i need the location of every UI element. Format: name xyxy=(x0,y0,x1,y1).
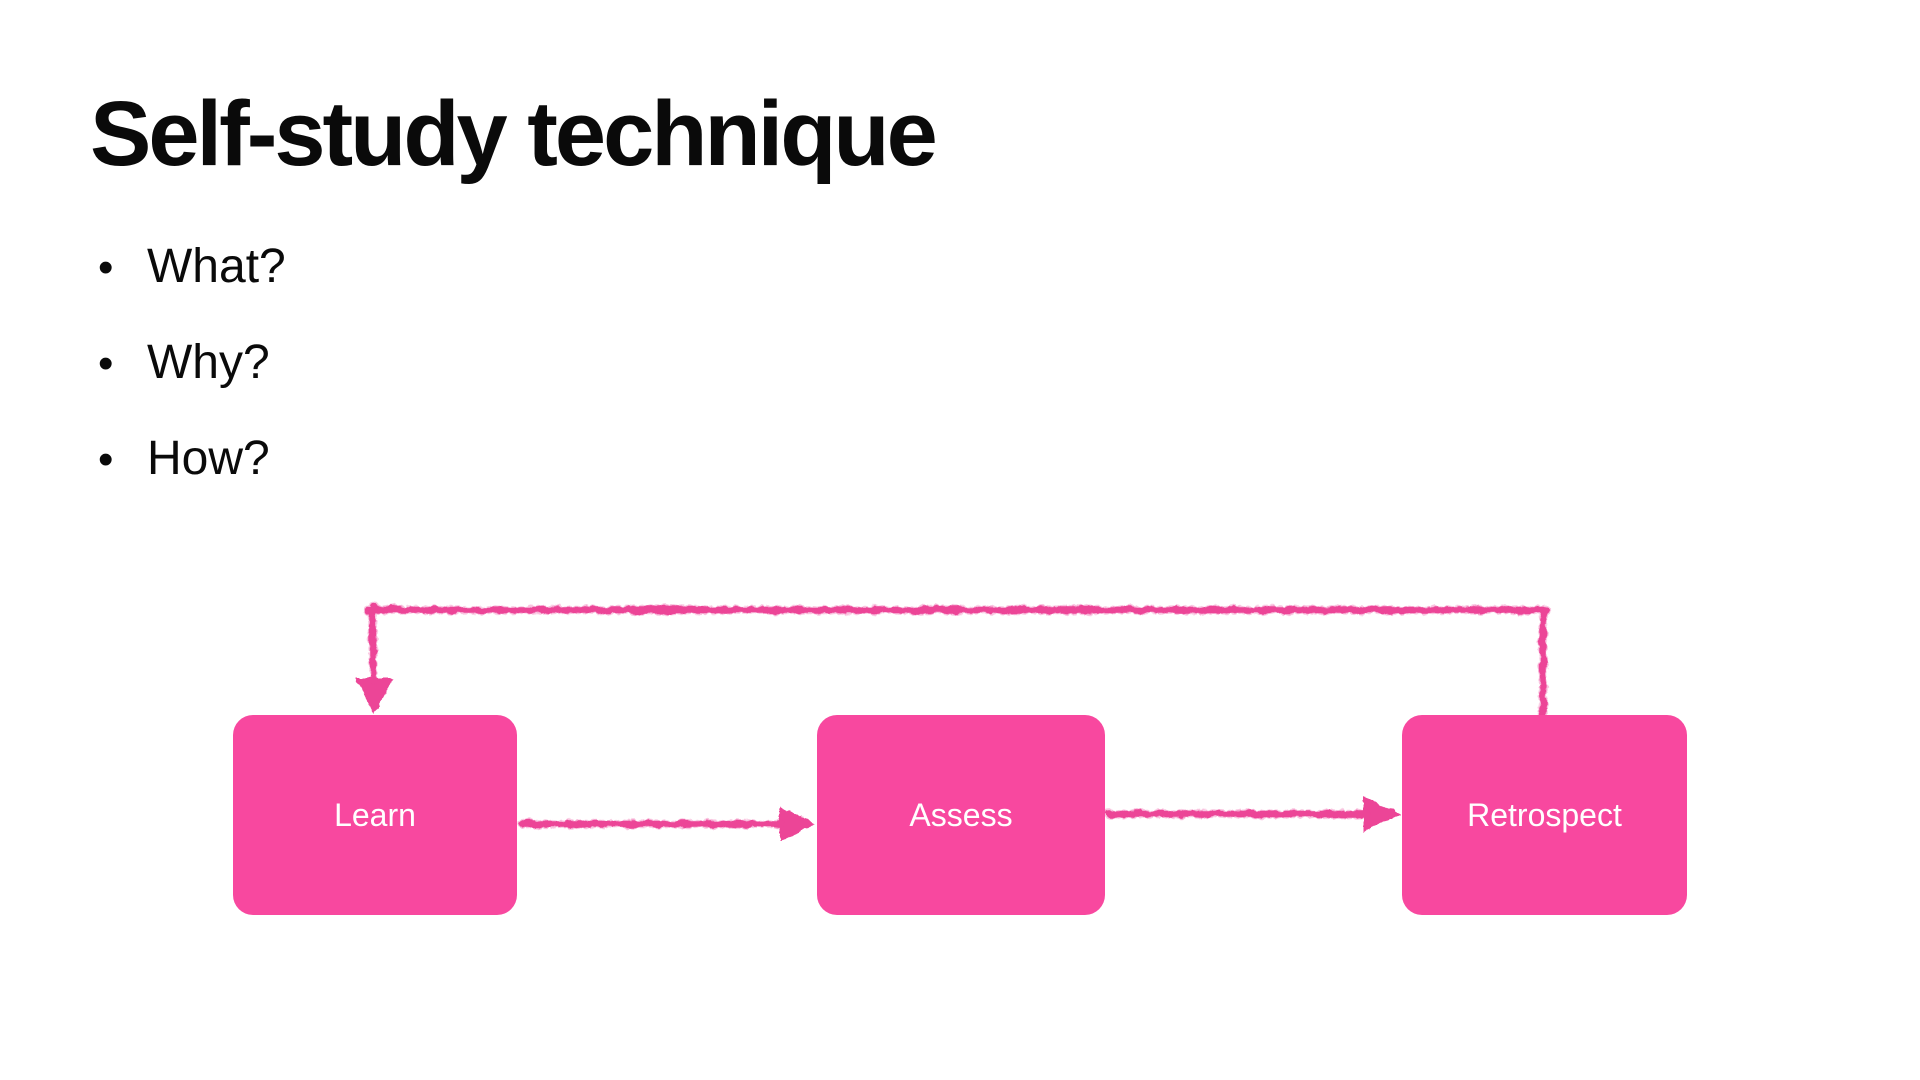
node-label: Assess xyxy=(909,796,1013,833)
bullet-item: • How? xyxy=(98,430,286,488)
bullet-icon: • xyxy=(98,339,114,388)
bullet-list: • What? • Why? • How? xyxy=(98,238,286,526)
node-assess: Assess xyxy=(817,715,1105,915)
slide-title: Self-study technique xyxy=(90,83,938,185)
bullet-icon: • xyxy=(98,243,114,292)
node-retrospect: Retrospect xyxy=(1402,715,1687,915)
node-label: Retrospect xyxy=(1467,796,1622,833)
bullet-item: • Why? xyxy=(98,334,286,392)
node-learn: Learn xyxy=(233,715,517,915)
bullet-text: Why? xyxy=(147,336,270,389)
bullet-text: What? xyxy=(147,240,286,293)
bullet-icon: • xyxy=(98,435,114,484)
arrow-retrospect-to-learn-feedback xyxy=(355,603,1550,718)
node-label: Learn xyxy=(334,796,416,833)
bullet-item: • What? xyxy=(98,238,286,296)
crayon-texture-overlay xyxy=(363,602,1551,829)
bullet-text: How? xyxy=(147,432,270,485)
